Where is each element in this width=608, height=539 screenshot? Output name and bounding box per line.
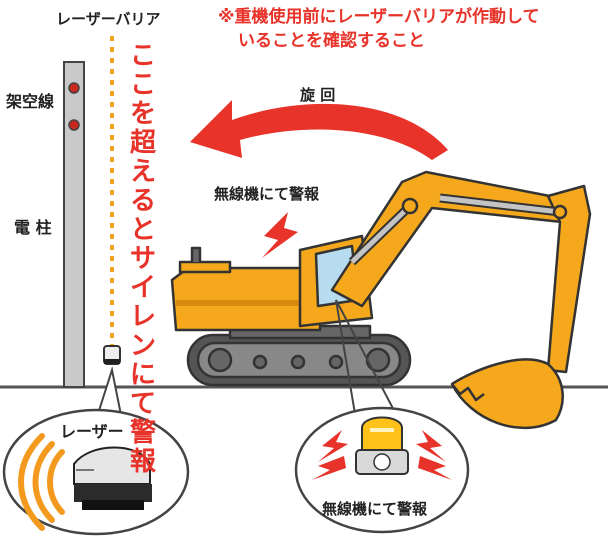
laser-device-icon bbox=[73, 446, 152, 510]
alarm-bolt-icon bbox=[262, 212, 298, 258]
warning-line-2: いることを確認すること bbox=[238, 31, 425, 51]
vertical-warning-text: ここを超えるとサイレンにて警報 bbox=[129, 41, 156, 477]
laser-wave-icon bbox=[18, 433, 65, 531]
pole-label: 電 柱 bbox=[14, 218, 52, 237]
beacon-light-icon bbox=[355, 416, 409, 475]
rotation-arrow bbox=[190, 100, 448, 160]
callout-pointer bbox=[335, 299, 357, 421]
rotation-label: 旋 回 bbox=[300, 86, 336, 104]
callout-pointer bbox=[335, 299, 399, 419]
laser-sensor bbox=[103, 345, 121, 365]
alarm-bolt-icon bbox=[312, 430, 452, 480]
beacon-alarm-label: 無線機にて警報 bbox=[322, 500, 428, 518]
excavator bbox=[170, 170, 592, 430]
laser-barrier-label: レーザーバリア bbox=[56, 10, 161, 28]
wireless-alarm-label: 無線機にて警報 bbox=[214, 185, 320, 203]
utility-pole bbox=[63, 61, 85, 388]
overhead-line-label: 架空線 bbox=[6, 92, 55, 111]
laser-label: レーザー bbox=[60, 422, 124, 441]
warning-line-1: ※重機使用前にレーザーバリアが作動して bbox=[218, 7, 540, 27]
